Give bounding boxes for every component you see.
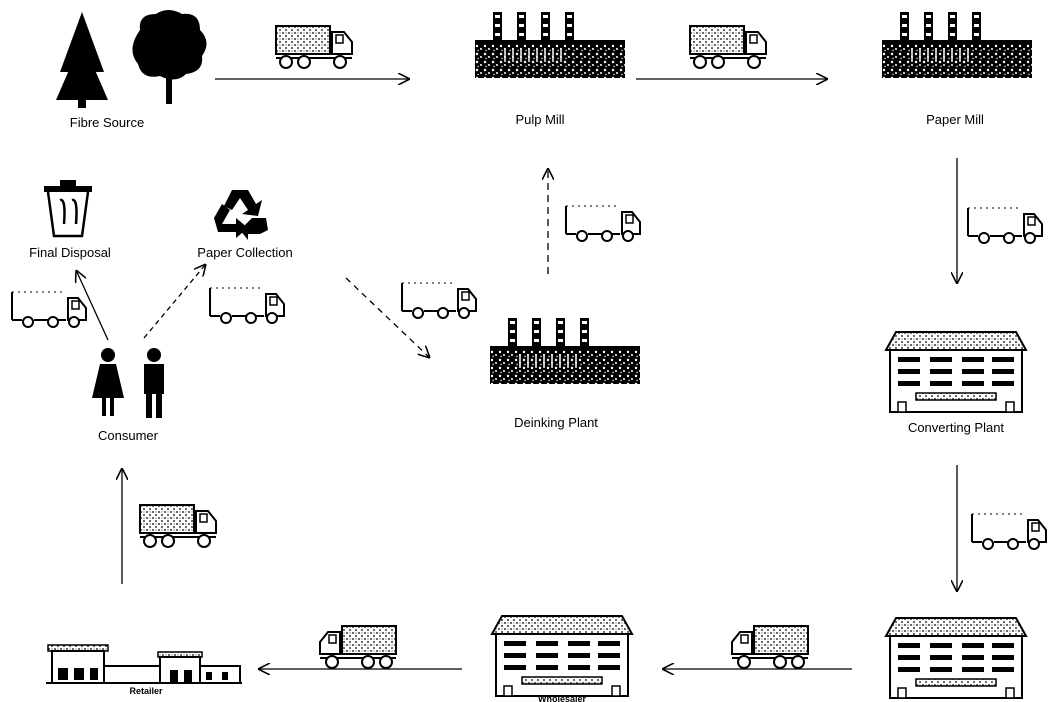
paper-mill-node: Paper Mill — [882, 12, 1032, 127]
final-disposal-node: Final Disposal — [29, 180, 111, 260]
people-icon — [92, 348, 164, 418]
consumer-label: Consumer — [98, 428, 159, 443]
retailer-node: Retailer — [46, 645, 242, 696]
factory-icon — [882, 12, 1032, 78]
truck-icon — [732, 626, 808, 668]
arrow-consumer-to-collection — [144, 264, 206, 338]
truck-icon — [566, 206, 640, 241]
deinking-plant-label: Deinking Plant — [514, 415, 598, 430]
pulp-mill-node: Pulp Mill — [475, 12, 625, 127]
converting-plant-node: Converting Plant — [886, 332, 1026, 435]
deciduous-tree-icon — [132, 10, 206, 104]
wholesaler-node: Wholesaler — [492, 616, 632, 702]
final-disposal-label: Final Disposal — [29, 245, 111, 260]
office-building-icon — [886, 332, 1026, 412]
office-building-icon — [886, 618, 1026, 698]
truck-icon — [402, 283, 476, 318]
distribution-building-node — [886, 618, 1026, 698]
pulp-mill-label: Pulp Mill — [515, 112, 564, 127]
wholesaler-label: Wholesaler — [538, 694, 587, 702]
truck-icon — [972, 514, 1046, 549]
truck-icon — [12, 292, 86, 327]
factory-icon — [490, 318, 640, 384]
paper-collection-node: Paper Collection — [197, 190, 292, 260]
truck-icon — [276, 26, 352, 68]
paper-collection-label: Paper Collection — [197, 245, 292, 260]
truck-icon — [690, 26, 766, 68]
pine-tree-icon — [56, 12, 108, 108]
truck-icon — [968, 208, 1042, 243]
fibre-source-node: Fibre Source — [56, 10, 207, 130]
trash-can-icon — [44, 180, 92, 236]
deinking-plant-node: Deinking Plant — [490, 318, 640, 430]
truck-icon — [210, 288, 284, 323]
storefront-icon — [46, 645, 242, 683]
office-building-icon — [492, 616, 632, 696]
truck-icon — [140, 505, 216, 547]
converting-plant-label: Converting Plant — [908, 420, 1004, 435]
paper-mill-label: Paper Mill — [926, 112, 984, 127]
fibre-source-label: Fibre Source — [70, 115, 144, 130]
factory-icon — [475, 12, 625, 78]
recycle-icon — [214, 190, 268, 240]
truck-icon — [320, 626, 396, 668]
consumer-node: Consumer — [92, 348, 164, 443]
retailer-label: Retailer — [129, 686, 163, 696]
